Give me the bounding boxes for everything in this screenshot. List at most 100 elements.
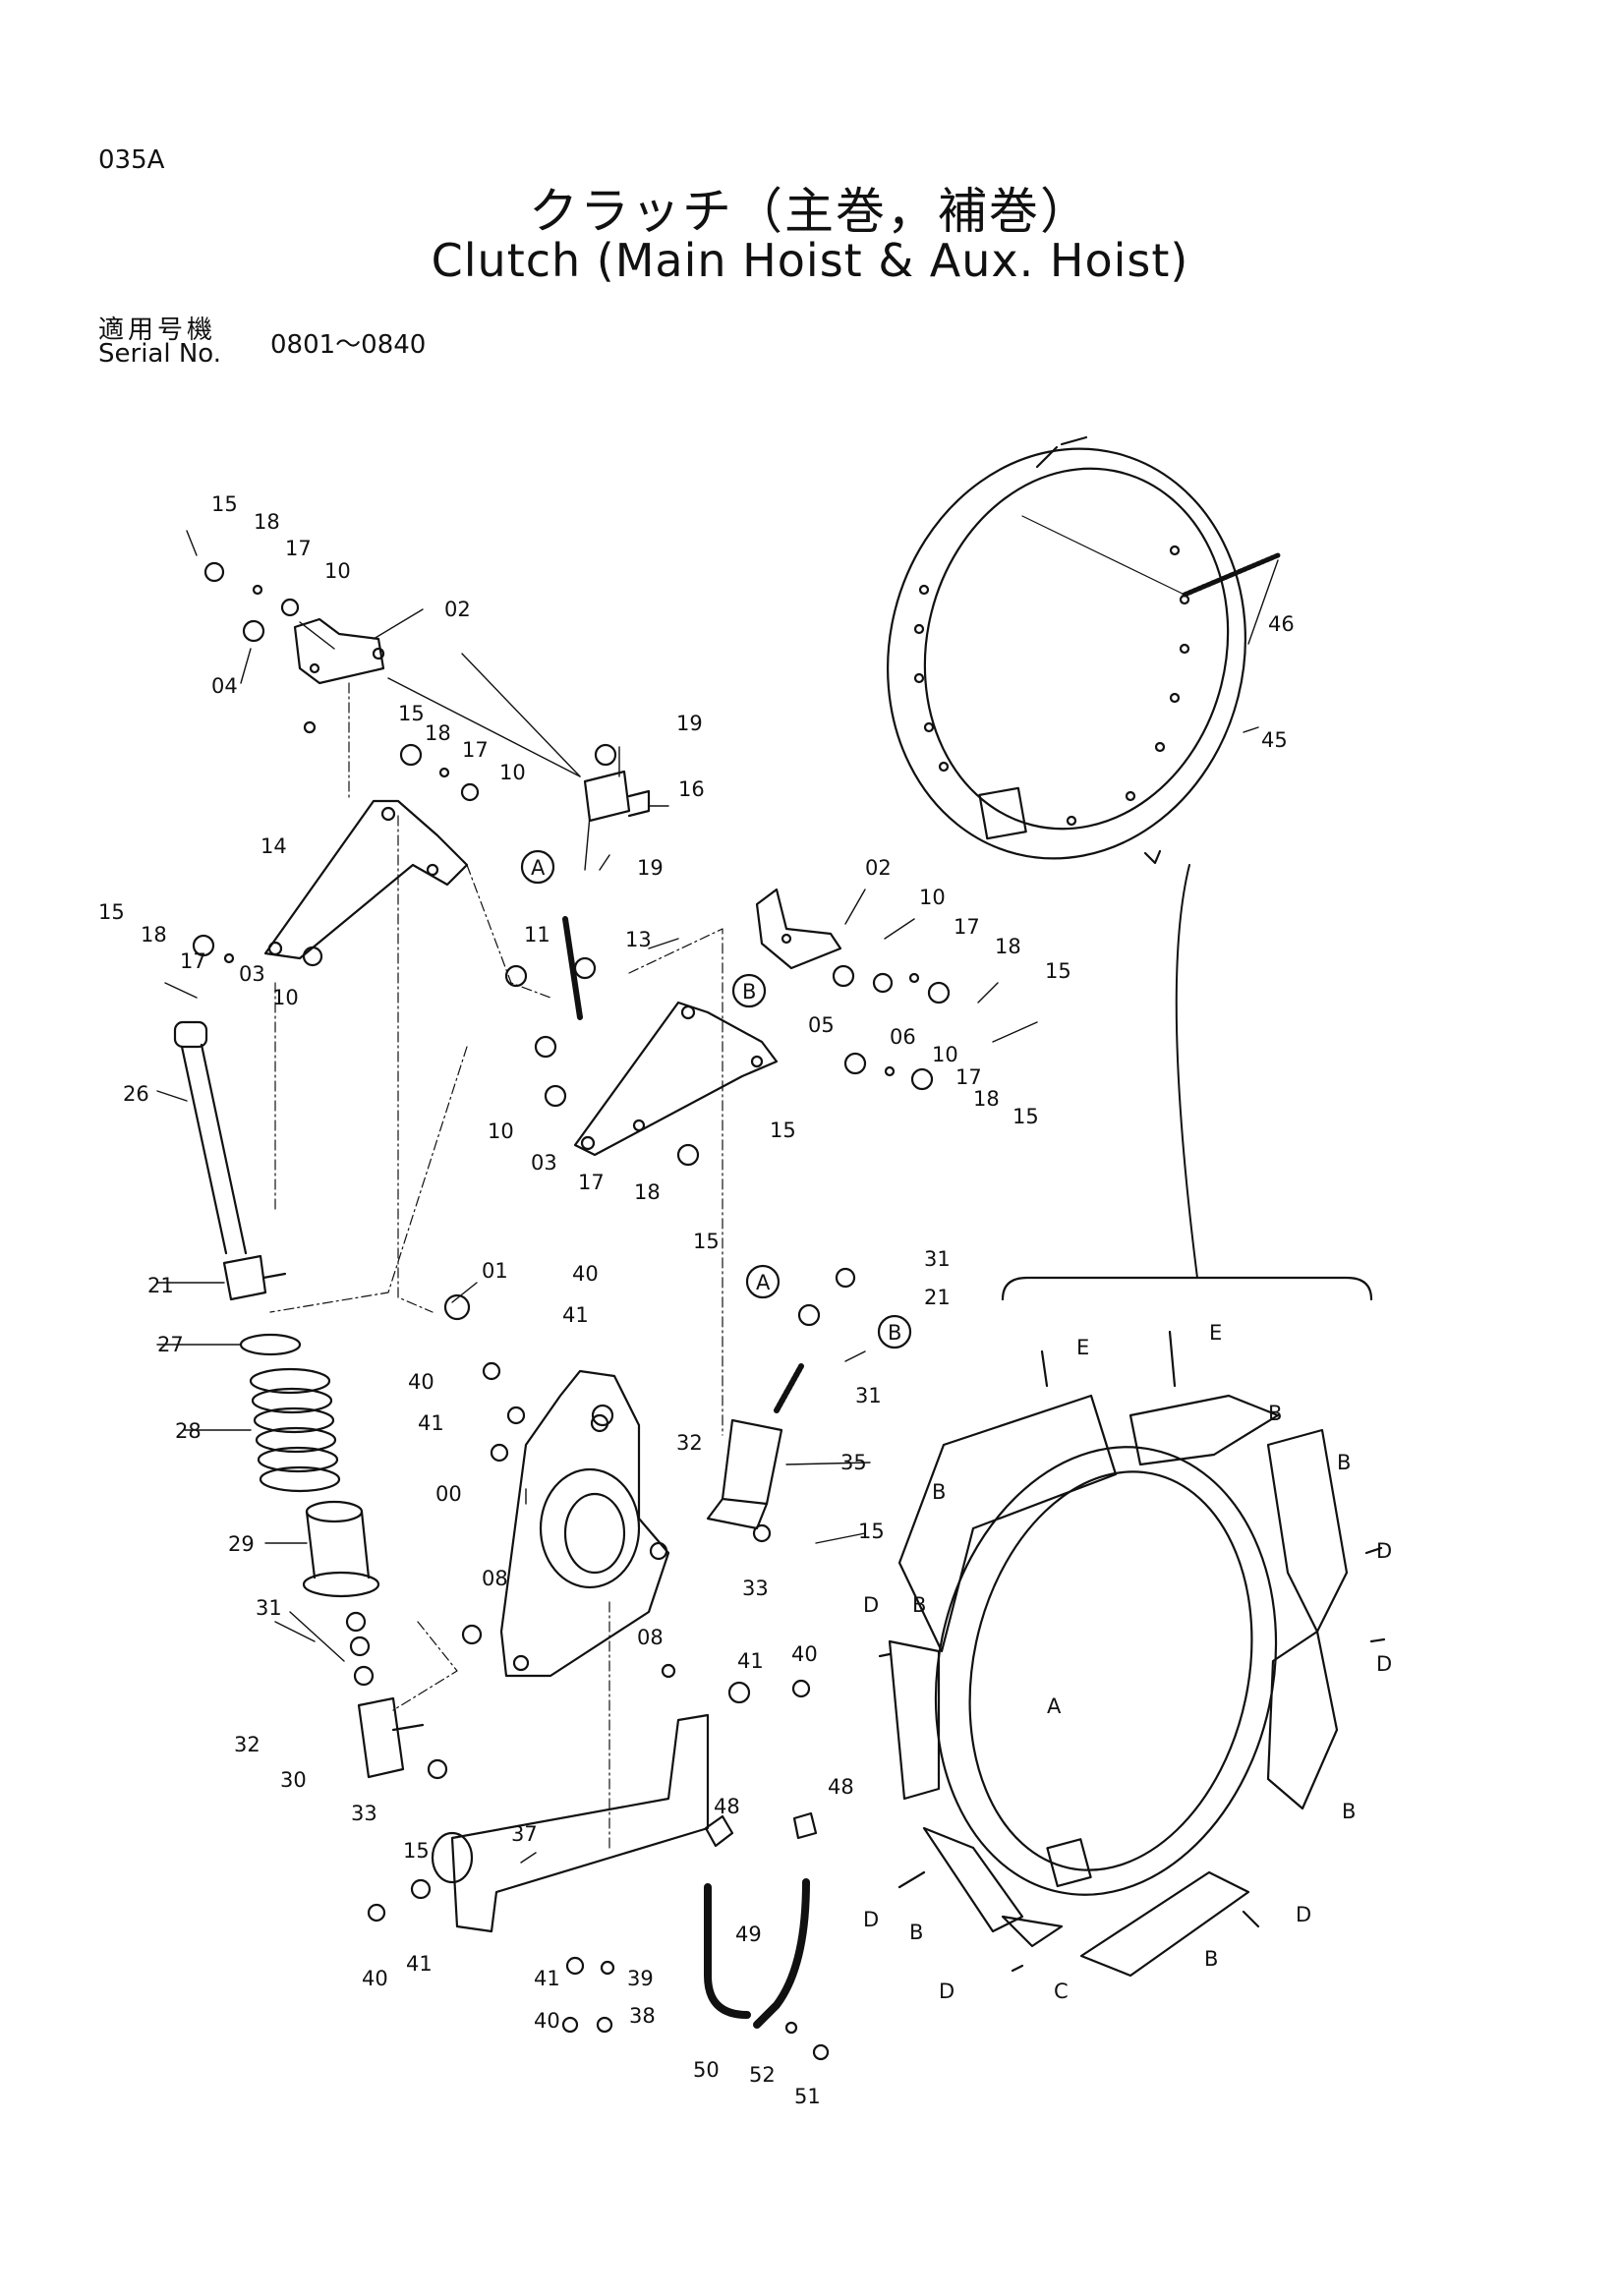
pedal-part-37	[431, 1713, 710, 1933]
page-code: 035A	[98, 145, 165, 175]
callout-label: 41	[406, 1952, 433, 1976]
reference-circle-B-lower	[877, 1314, 912, 1349]
brake-band-part-45	[887, 435, 1246, 860]
brake-lining-detail	[888, 1394, 1349, 1978]
callout-label: A	[531, 856, 546, 880]
bolts-E-D	[878, 1330, 1386, 1973]
callout-label: 46	[1268, 612, 1295, 636]
callout-label: B	[912, 1593, 926, 1617]
callout-label: 21	[924, 1286, 951, 1309]
callout-label: 19	[676, 712, 703, 735]
callout-label: 41	[418, 1411, 444, 1435]
callout-label: 38	[629, 2004, 656, 2028]
callout-label: D	[1376, 1539, 1392, 1563]
callout-label: 45	[1261, 728, 1288, 752]
callout-label: 18	[995, 935, 1021, 958]
callout-label: 10	[932, 1043, 958, 1066]
callout-label: B	[1268, 1402, 1282, 1425]
callout-label: 48	[714, 1795, 740, 1818]
callout-label: 41	[562, 1303, 589, 1327]
callout-label: 28	[175, 1419, 202, 1443]
callout-label: 17	[954, 915, 980, 939]
callout-label: E	[1209, 1321, 1222, 1345]
callout-labels: 15 18 17 10 02 04 15 18 17 10 19 16 14 A…	[98, 492, 1392, 2108]
callout-label: B	[1342, 1800, 1356, 1823]
spring-part-28	[249, 1367, 341, 1493]
page-title-japanese: クラッチ（主巻，補巻）	[529, 183, 1091, 240]
callout-label: 05	[808, 1013, 835, 1037]
callout-label: 18	[141, 923, 167, 947]
reference-circle-A-upper	[520, 849, 555, 885]
callout-label: 50	[693, 2058, 720, 2082]
callout-label: 15	[858, 1520, 885, 1543]
callout-label: 02	[865, 856, 892, 880]
detail-arrow-head	[1143, 849, 1162, 865]
callout-label: B	[909, 1921, 923, 1944]
callout-label: B	[1337, 1451, 1351, 1474]
callout-label: 17	[285, 537, 312, 560]
callout-label: 15	[693, 1230, 720, 1253]
washer-part-27	[239, 1333, 302, 1356]
callout-label: 15	[403, 1839, 430, 1863]
elbow-part-48	[704, 1811, 818, 1848]
hose-part-49	[704, 1878, 810, 2029]
callout-label: 40	[408, 1370, 434, 1394]
detail-bracket	[1001, 1276, 1373, 1301]
callout-label: 17	[180, 949, 206, 973]
callout-label: 03	[239, 962, 265, 986]
callout-label: 52	[749, 2063, 776, 2087]
callout-label: 41	[534, 1967, 560, 1990]
callout-label: 40	[791, 1642, 818, 1666]
callout-label: 18	[254, 510, 280, 534]
small-parts	[192, 561, 951, 2061]
callout-label: B	[888, 1321, 901, 1345]
callout-label: 41	[737, 1649, 764, 1673]
callout-label: 30	[280, 1768, 307, 1792]
tube-part-29	[302, 1500, 380, 1598]
callout-label: 03	[531, 1151, 557, 1175]
main-lever-part-00	[499, 1369, 670, 1678]
callout-label: 08	[482, 1567, 508, 1590]
callout-label: A	[756, 1271, 771, 1294]
callout-label: 17	[955, 1065, 982, 1089]
callout-label: D	[863, 1593, 879, 1617]
callout-label: 08	[637, 1626, 664, 1649]
lever-part-02-middle	[755, 888, 842, 970]
callout-label: 40	[362, 1967, 388, 1990]
callout-label: 04	[211, 674, 238, 698]
cylinder-part-35	[706, 1363, 804, 1530]
callout-label: 14	[260, 834, 287, 858]
callout-label: 40	[534, 2009, 560, 2033]
callout-label: 01	[482, 1259, 508, 1283]
callout-label: 37	[511, 1822, 538, 1846]
callout-label: 19	[637, 856, 664, 880]
callout-label: 15	[398, 702, 425, 725]
callout-label: D	[1296, 1903, 1311, 1926]
block-part-16	[583, 770, 651, 823]
callout-label: 15	[1012, 1105, 1039, 1128]
block-part-30	[357, 1696, 425, 1779]
callout-label: 49	[735, 1923, 762, 1946]
callout-label: A	[1047, 1694, 1062, 1718]
callout-label: 10	[499, 761, 526, 784]
reference-circle-A-lower	[745, 1264, 781, 1299]
callout-label: 18	[973, 1087, 1000, 1111]
callout-label: 15	[770, 1119, 796, 1142]
callout-label: 17	[462, 738, 489, 762]
callout-label: 13	[625, 928, 652, 951]
block-part-21-left	[222, 1254, 287, 1301]
callout-label: 48	[828, 1775, 854, 1799]
callout-label: 35	[840, 1451, 867, 1474]
callout-label: 11	[524, 923, 550, 947]
serial-number-range: 0801～0840	[270, 330, 427, 360]
rod-part-13	[562, 916, 583, 1020]
page-title-english: Clutch (Main Hoist & Aux. Hoist)	[431, 234, 1189, 287]
callout-label: 29	[228, 1532, 255, 1556]
callout-label: 17	[578, 1171, 605, 1194]
guide-line	[1021, 515, 1186, 596]
callout-label: 51	[794, 2085, 821, 2108]
callout-label: C	[1054, 1980, 1069, 2003]
callout-label: 10	[488, 1119, 514, 1143]
callout-label: 31	[256, 1596, 282, 1620]
callout-label: 15	[98, 900, 125, 924]
